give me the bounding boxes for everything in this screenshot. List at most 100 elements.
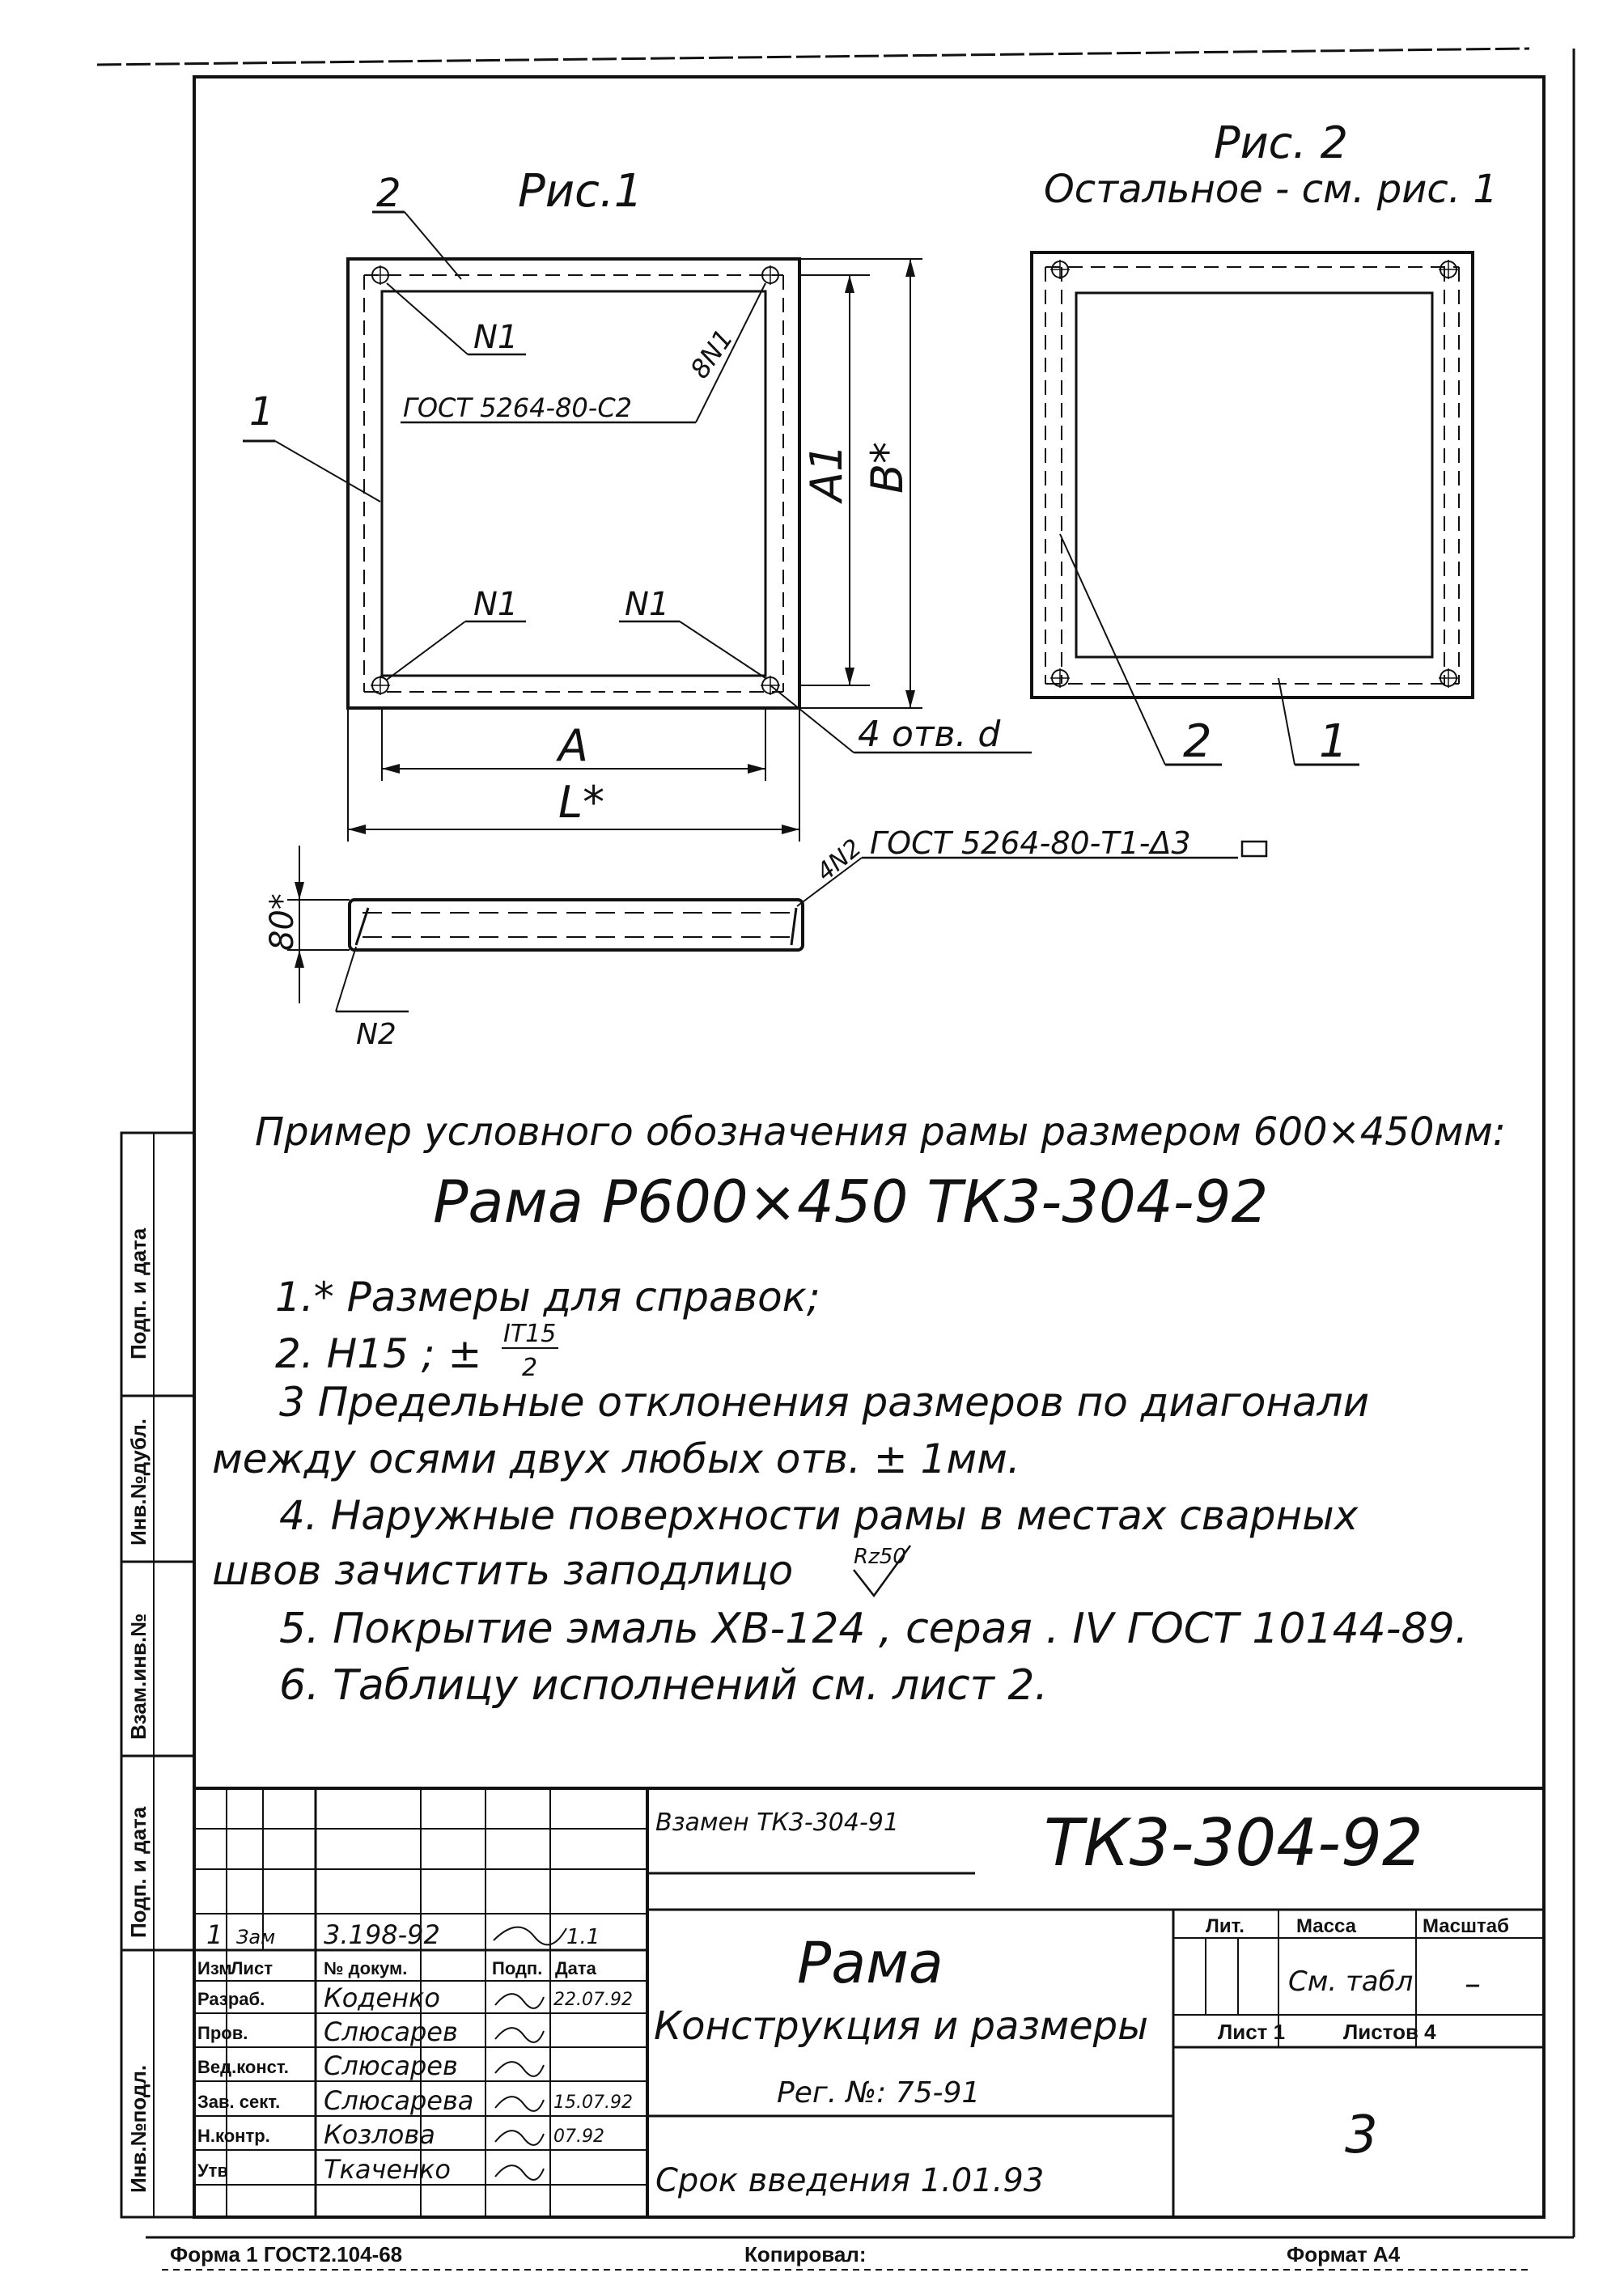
frame-inner-opening (380, 290, 767, 677)
scale-header: Масштаб (1423, 1915, 1509, 1937)
change-signature (493, 1926, 567, 1946)
side-stamp-replaced-inv: Взам.инв.№ (126, 1613, 151, 1740)
side-stamp-original-inv: Инв.№подл. (126, 2065, 151, 2193)
roughness-icon (853, 1545, 912, 1598)
side-stamp-sign-date-2: Подп. и дата (126, 1806, 151, 1938)
note-4-line-1: 4. Наружные поверхности рамы в местах св… (279, 1492, 1359, 1539)
dimension-b: B* (862, 442, 913, 494)
position-1-label: 1 (249, 389, 274, 435)
weld-label-bottom-left: N1 (473, 586, 518, 623)
scale-value: – (1465, 1965, 1481, 2003)
note-1: 1.* Размеры для справок; (275, 1274, 820, 1321)
corner-hole-icon (371, 676, 390, 695)
signer-row: Пров. Слюсарев (197, 2016, 545, 2047)
dimension-a1: A1 (801, 444, 852, 504)
svg-text:07.92: 07.92 (553, 2127, 604, 2147)
frame-inner-opening-fig2 (1075, 291, 1434, 659)
figure-2-subtitle: Остальное - см. рис. 1 (1044, 167, 1498, 212)
svg-text:Козлова: Козлова (324, 2119, 435, 2150)
corner-hole-icon (371, 265, 390, 285)
corner-hole-icon (1050, 260, 1070, 279)
section-view: 4N2 ГОСТ 5264-80-Т1-Δ3 80* N2 (264, 825, 1268, 1051)
mass-header: Масса (1296, 1915, 1357, 1937)
svg-text:Вед.конст.: Вед.конст. (197, 2057, 289, 2077)
figure-2: Рис. 2 Остальное - см. рис. 1 2 1 (1030, 117, 1498, 768)
change-rev: 1 (206, 1919, 223, 1950)
weld-label-top: N1 (473, 319, 518, 356)
col-header-doc: № докум. (324, 1958, 407, 1978)
replaces-label: Взамен ТК3-304-91 (655, 1808, 899, 1837)
note-2-denominator: 2 (522, 1354, 537, 1382)
col-header-date: Дата (555, 1958, 597, 1978)
corner-hole-icon (761, 265, 780, 285)
signer-row: Разраб. Коденко 22.07.92 (197, 1982, 633, 2013)
section-height-dim: 80* (264, 893, 301, 951)
svg-text:Разраб.: Разраб. (197, 1989, 265, 2009)
lit-header: Лит. (1206, 1915, 1245, 1937)
section-weld-label: N2 (356, 1018, 396, 1051)
col-header-list: Лист (231, 1958, 273, 1978)
product-name: Рама (797, 1930, 943, 1996)
dimension-a: A (556, 720, 588, 771)
svg-text:Коденко: Коденко (324, 1982, 440, 2013)
sheet-footer: Форма 1 ГОСТ2.104-68 Копировал: Формат А… (162, 2242, 1529, 2271)
section-weld-count: 4N2 (812, 833, 867, 887)
title-block: 1 Зам 3.198-92 1.1 Изм Лист № докум. Под… (193, 1787, 1546, 2219)
signer-row: Н.контр. Козлова 07.92 (197, 2119, 604, 2150)
holes-label: 4 отв. d (858, 714, 1001, 755)
signer-row: Утв Ткаченко (197, 2154, 545, 2185)
figure-1-title: Рис.1 (518, 165, 642, 218)
form-label: Форма 1 ГОСТ2.104-68 (170, 2242, 402, 2266)
product-subtitle: Конструкция и размеры (654, 2004, 1148, 2049)
fig2-position-2-label: 2 (1183, 715, 1212, 768)
note-3-line-2: между осями двух любых отв. ± 1мм. (212, 1435, 1020, 1482)
technical-notes: 1.* Размеры для справок; 2. H15 ; ± IT15… (212, 1274, 1468, 1710)
corner-hole-icon (1439, 668, 1458, 688)
weld-gost-label: ГОСТ 5264-80-С2 (403, 392, 632, 423)
svg-text:Н.контр.: Н.контр. (197, 2126, 270, 2146)
figure-1: Рис.1 2 N1 ГОСТ 5264-80-С2 8N1 (243, 165, 1032, 842)
signer-row: Вед.конст. Слюсарев (197, 2050, 545, 2081)
side-stamp-dup-inv: Инв.№дубл. (126, 1418, 151, 1546)
col-header-sign: Подп. (492, 1958, 542, 1978)
roughness-label: Rz50 (854, 1545, 906, 1569)
svg-text:Утв: Утв (197, 2160, 228, 2181)
note-5: 5. Покрытие эмаль ХВ-124 , серая . IV ГО… (279, 1605, 1468, 1653)
corner-hole-icon (1050, 668, 1070, 688)
document-designation: ТК3-304-92 (1044, 1805, 1423, 1881)
example-designation-text: Рама Р600×450 ТК3-304-92 (433, 1168, 1268, 1236)
dimension-l: L* (558, 777, 604, 828)
mass-value: См. табл (1288, 1965, 1413, 1998)
registration-number: Рег. №: 75-91 (777, 2076, 980, 2110)
change-kind: Зам (236, 1926, 275, 1948)
side-stamp-sign-date: Подп. и дата (126, 1228, 151, 1359)
svg-text:Слюсарев: Слюсарев (324, 2050, 458, 2081)
frame-outline (346, 257, 801, 710)
signer-row: Зав. сект. Слюсарева 15.07.92 (197, 2085, 633, 2116)
fig2-position-1-label: 1 (1319, 715, 1348, 768)
note-4-line-2: швов зачистить заподлицо (212, 1547, 793, 1594)
svg-text:Ткаченко: Ткаченко (324, 2154, 451, 2185)
weld-symbol-icon (1240, 840, 1268, 858)
change-date: 1.1 (566, 1925, 600, 1949)
sheets-label: Листов 4 (1343, 2020, 1436, 2044)
format-label: Формат А4 (1287, 2242, 1401, 2266)
corner-hole-icon (1439, 260, 1458, 279)
note-6: 6. Таблицу исполнений см. лист 2. (279, 1661, 1048, 1710)
note-3-line-1: 3 Предельные отклонения размеров по диаг… (279, 1379, 1369, 1426)
svg-text:Слюсарева: Слюсарева (324, 2085, 473, 2116)
svg-text:22.07.92: 22.07.92 (553, 1990, 633, 2010)
svg-text:15.07.92: 15.07.92 (553, 2093, 633, 2113)
weld-label-bottom-right: N1 (625, 586, 669, 623)
col-header-izm: Изм (197, 1958, 231, 1978)
position-2-label: 2 (376, 171, 401, 216)
introduction-date: Срок введения 1.01.93 (655, 2162, 1044, 2199)
figure-2-title: Рис. 2 (1214, 117, 1348, 168)
copied-label: Копировал: (744, 2242, 866, 2266)
section-weld-gost: ГОСТ 5264-80-Т1-Δ3 (870, 825, 1191, 861)
sheet-number: 3 (1345, 2105, 1378, 2165)
svg-text:Зав. сект.: Зав. сект. (197, 2092, 280, 2112)
frame-outline-fig2 (1030, 251, 1474, 699)
svg-text:Слюсарев: Слюсарев (324, 2016, 458, 2047)
